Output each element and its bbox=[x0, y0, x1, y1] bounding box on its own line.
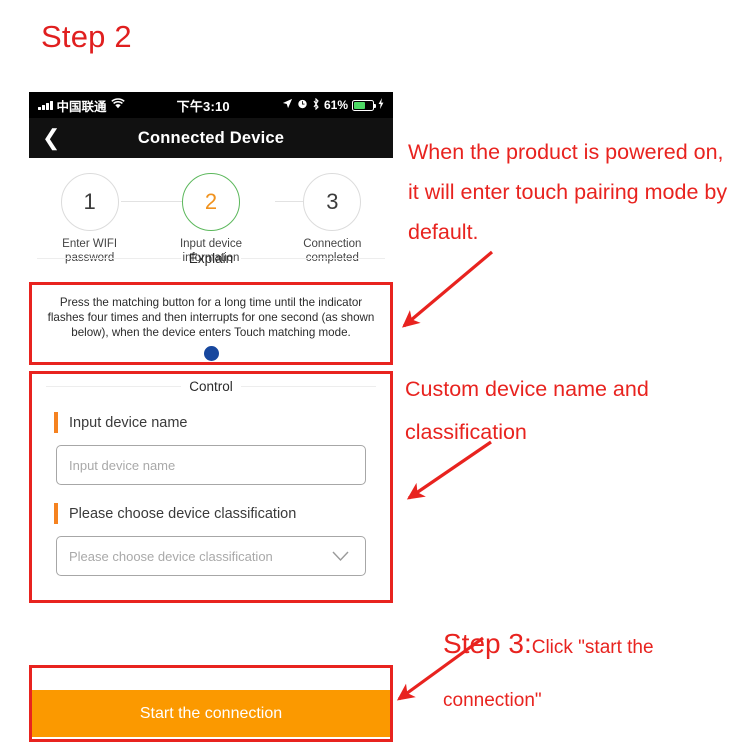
status-bar-right: 61% bbox=[282, 97, 384, 113]
annotation-note-2: Custom device name and classification bbox=[405, 377, 649, 444]
device-classification-select[interactable]: Please choose device classification bbox=[56, 536, 366, 576]
battery-percent-label: 61% bbox=[323, 98, 348, 112]
nav-title: Connected Device bbox=[137, 128, 285, 147]
page-indicator-dot bbox=[203, 346, 219, 361]
step-connector-1 bbox=[121, 201, 204, 202]
lightning-bolt-icon bbox=[378, 98, 384, 112]
device-classification-placeholder: Please choose device classification bbox=[69, 548, 273, 564]
divider-right bbox=[241, 258, 385, 259]
step-circle-2: 2 bbox=[181, 173, 240, 231]
accent-bar bbox=[54, 412, 58, 433]
signal-bars-icon bbox=[38, 100, 53, 110]
step-circle-3: 3 bbox=[303, 173, 362, 231]
annotation-note-3: Step 3:Click "start the connection" bbox=[443, 618, 743, 728]
step-label-3: Connection completed bbox=[303, 238, 362, 264]
chevron-left-icon[interactable]: ❮ bbox=[42, 125, 61, 150]
explain-heading: Explain bbox=[188, 251, 234, 266]
annotation-step3-label: Step 3: bbox=[443, 628, 532, 659]
device-classification-label: Please choose device classification bbox=[69, 505, 297, 522]
device-name-input[interactable]: Input device name bbox=[56, 445, 366, 485]
nav-bar: ❮ Connected Device bbox=[29, 118, 393, 158]
device-classification-label-row: Please choose device classification bbox=[54, 503, 384, 524]
accent-bar bbox=[54, 503, 58, 524]
explain-section-header: Explain bbox=[37, 251, 385, 266]
bluetooth-icon bbox=[312, 97, 320, 113]
device-name-label: Input device name bbox=[69, 414, 188, 431]
step-label-1: Enter WIFI password bbox=[62, 238, 118, 264]
arrow-1 bbox=[402, 250, 494, 328]
status-bar: 中国联通 下午3:10 61% bbox=[29, 92, 393, 118]
page-title: Step 2 bbox=[41, 19, 132, 54]
device-name-label-row: Input device name bbox=[54, 412, 384, 433]
divider-left bbox=[37, 258, 181, 259]
step-circle-1: 1 bbox=[60, 173, 119, 231]
wifi-icon bbox=[110, 98, 125, 112]
chevron-down-icon[interactable] bbox=[332, 550, 349, 565]
start-connection-button[interactable]: Start the connection bbox=[32, 690, 390, 737]
control-card: Control Input device name Input device n… bbox=[29, 371, 393, 603]
explain-card: Press the matching button for a long tim… bbox=[29, 282, 393, 365]
divider-left bbox=[46, 386, 182, 387]
alarm-clock-icon bbox=[297, 98, 308, 112]
control-heading: Control bbox=[189, 379, 233, 394]
control-section-header: Control bbox=[46, 379, 376, 394]
explain-body: Press the matching button for a long tim… bbox=[47, 296, 375, 339]
status-bar-time: 下午3:10 bbox=[176, 98, 230, 114]
battery-icon bbox=[352, 99, 377, 111]
device-name-placeholder: Input device name bbox=[69, 457, 176, 473]
step-labels: Enter WIFI password Input device informa… bbox=[29, 237, 393, 265]
carrier-label: 中国联通 bbox=[56, 99, 107, 114]
step-indicator: 1 2 3 bbox=[29, 171, 393, 233]
annotation-note-1: When the product is powered on, it will … bbox=[408, 140, 728, 244]
location-arrow-icon bbox=[282, 98, 293, 112]
step-circles: 1 2 3 bbox=[29, 171, 393, 233]
divider-right bbox=[240, 386, 376, 387]
step-label-2: Input device information bbox=[179, 238, 242, 264]
status-bar-left: 中国联通 bbox=[38, 96, 125, 115]
